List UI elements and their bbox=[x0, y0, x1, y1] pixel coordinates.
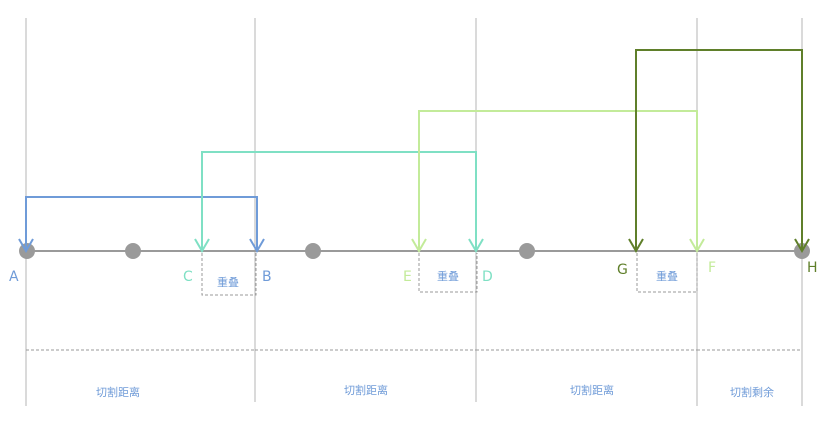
arrowhead-a-icon bbox=[18, 238, 34, 253]
bracket-a-b bbox=[25, 196, 258, 251]
point-label-d: D bbox=[482, 269, 493, 285]
point-label-f: F bbox=[708, 260, 716, 276]
point-label-a: A bbox=[9, 269, 19, 285]
point-label-c: C bbox=[183, 269, 193, 285]
segment-label-4: 切割剩余 bbox=[730, 385, 774, 399]
overlap-label-3: 重叠 bbox=[656, 269, 678, 283]
overlap-box-1 bbox=[201, 253, 257, 296]
bracket-e-f bbox=[418, 110, 698, 251]
point-label-e: E bbox=[403, 269, 412, 285]
dot-mid-2 bbox=[305, 243, 321, 259]
point-label-g: G bbox=[617, 262, 628, 278]
arrowhead-d-icon bbox=[468, 238, 484, 253]
segment-label-1: 切割距离 bbox=[96, 385, 140, 399]
dot-mid-1 bbox=[125, 243, 141, 259]
bracket-c-d bbox=[201, 151, 477, 251]
overlap-label-2: 重叠 bbox=[437, 269, 459, 283]
segment-label-2: 切割距离 bbox=[344, 383, 388, 397]
arrowhead-f-icon bbox=[689, 238, 705, 253]
dot-mid-3 bbox=[519, 243, 535, 259]
point-label-h: H bbox=[807, 260, 818, 276]
bracket-g-h bbox=[635, 49, 803, 251]
divider-lines bbox=[25, 18, 803, 406]
arrowhead-c-icon bbox=[194, 238, 210, 253]
overlap-label-1: 重叠 bbox=[217, 275, 239, 289]
arrowhead-b-icon bbox=[249, 238, 265, 253]
arrowhead-e-icon bbox=[411, 238, 427, 253]
arrowhead-h-icon bbox=[794, 238, 810, 253]
overlap-box-2 bbox=[418, 253, 478, 293]
arrowhead-g-icon bbox=[628, 238, 644, 253]
point-label-b: B bbox=[262, 269, 272, 285]
segment-label-3: 切割距离 bbox=[570, 383, 614, 397]
